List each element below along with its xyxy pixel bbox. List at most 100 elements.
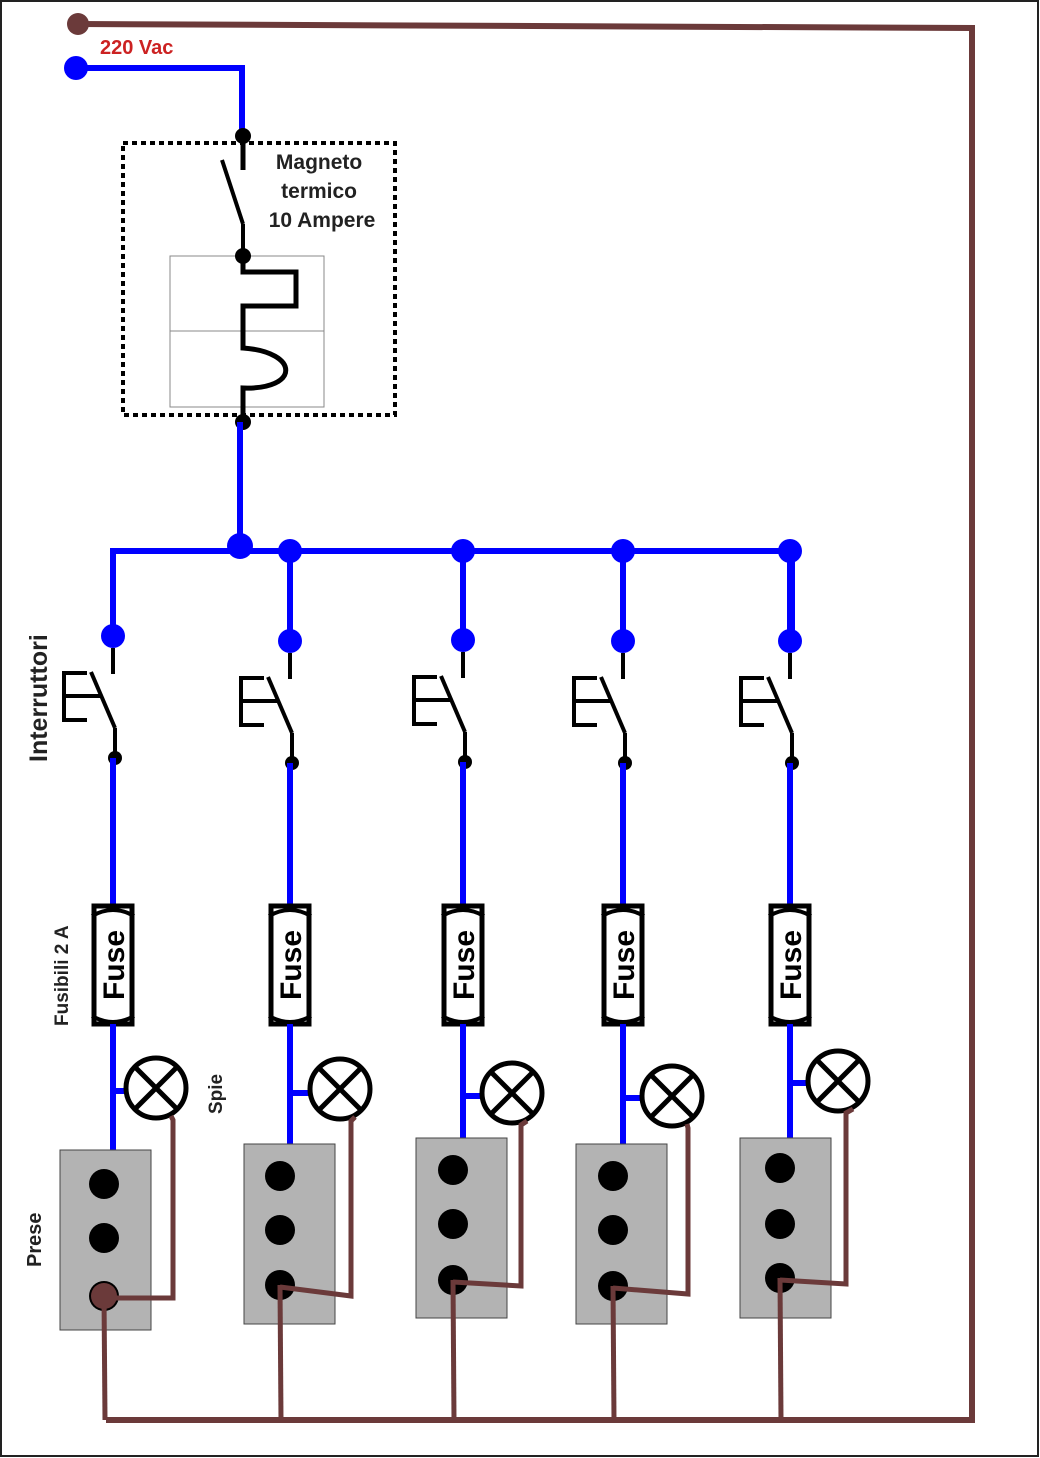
fuse-cap-bottom-5 [768,1014,812,1024]
lamp-cross-b-5 [815,1058,861,1104]
neutral-main-loop [77,21,975,1423]
switch-blade-3 [439,675,467,733]
lamp-cross-b-4 [649,1073,695,1119]
breaker-magnetic-coil [240,335,288,420]
fuse-4: Fuse [601,903,645,1027]
fuse-cap-top-4 [601,908,645,918]
lamp-5 [805,1048,871,1114]
neutral-node-1 [91,1283,117,1309]
breaker-housing [121,141,397,417]
fuse-label-2: Fuse [275,930,308,1000]
lamp-neutral-wire-1 [104,1114,176,1301]
socket-hole-5-1 [765,1153,795,1183]
switch-3 [412,652,472,769]
lamp-neutral-wire-5 [779,1106,855,1287]
lamp-neutral-wire-4 [612,1123,691,1297]
switch-1 [62,648,122,765]
socket-2 [243,1143,336,1325]
switch-pushbutton-4 [572,676,612,727]
breaker-label-line1: Magneto [276,151,362,174]
switch-pushbutton-5 [739,676,779,727]
switch-input-node-5 [778,629,802,653]
branch-4: Fuse [572,539,705,1421]
switch-2 [239,653,299,770]
socket-neutral-wire-5 [777,1277,784,1421]
fuse-cap-top-5 [768,908,812,918]
switch-4 [572,653,632,770]
sockets-label: Prese [24,1213,46,1268]
switches-label: Interruttori [25,634,53,762]
fuse-body-4 [601,903,645,1027]
socket-neutral-wire-3 [450,1279,457,1421]
switch-pushbutton-2 [239,676,279,727]
socket-hole-4-2 [598,1215,628,1245]
switch-pushbutton-1 [62,671,102,722]
fuse-label-1: Fuse [98,930,131,1000]
fuse-5: Fuse [768,903,812,1027]
fuse-1: Fuse [91,903,135,1027]
bus-feed-node [227,533,253,559]
lamp-1 [123,1055,189,1121]
lamp-neutral-wire-3 [452,1118,529,1289]
fuse-cap-bottom-3 [441,1014,485,1024]
fuse-cap-top-1 [91,908,135,918]
switch-blade-5 [766,676,794,734]
breaker-thermal-element [240,256,299,335]
fuse-label-5: Fuse [775,930,808,1000]
socket-hole-3-1 [438,1155,468,1185]
socket-hole-1-2 [89,1223,119,1253]
lamps-label: Spie [206,1074,227,1114]
branch-3: Fuse [412,539,545,1421]
fuse-body-2 [268,903,312,1027]
lamp-4 [639,1063,705,1129]
fuses-label: Fusibili 2 A [52,925,73,1026]
supply-label: 220 Vac [100,37,173,59]
lamp-neutral-wire-2 [279,1115,357,1299]
socket-neutral-wire-4 [610,1285,617,1421]
switch-blade-4 [599,676,627,734]
fuse-cap-top-3 [441,908,485,918]
switch-input-node-3 [451,628,475,652]
branch-5: Fuse [739,539,871,1421]
lamp-2 [307,1056,373,1122]
switch-blade-1 [89,671,117,729]
lamp-cross-b-3 [489,1070,535,1116]
socket-hole-1-1 [89,1169,119,1199]
branch-1: Fuse [59,551,189,1421]
branches: Fuse Fuse Fuse Fuse Fuse [59,539,871,1421]
branch-2: Fuse [239,539,373,1421]
fuse-2: Fuse [268,903,312,1027]
phase-terminal [64,56,88,80]
phase-input-wire [76,65,245,136]
breaker-label-line3: 10 Ampere [269,209,376,232]
fuse-cap-bottom-1 [91,1014,135,1024]
switch-input-node-1 [101,624,125,648]
breaker: Magneto termico 10 Ampere [121,128,397,430]
switch-blade-2 [266,676,294,734]
switch-5 [739,653,799,770]
socket-hole-2-1 [265,1161,295,1191]
fuse-cap-bottom-4 [601,1014,645,1024]
phase-bus [110,548,795,641]
switch-input-node-4 [611,629,635,653]
lamp-cross-b-2 [317,1066,363,1112]
socket-hole-2-2 [265,1215,295,1245]
socket-3 [415,1137,508,1319]
fuse-label-3: Fuse [448,930,481,1000]
svg-text:Magneto termico 10: Magneto termico 10 Ampere [269,151,376,232]
socket-hole-3-2 [438,1209,468,1239]
fuse-cap-bottom-2 [268,1014,312,1024]
neutral-terminal [67,13,89,35]
fuse-3: Fuse [441,903,485,1027]
socket-5 [739,1137,832,1319]
switch-input-node-2 [278,629,302,653]
socket-neutral-wire-1 [101,1295,108,1421]
socket-4 [575,1143,668,1325]
socket-neutral-wire-2 [277,1284,284,1421]
breaker-switch-blade [220,159,245,225]
lamp-cross-b-1 [133,1065,179,1111]
breaker-label-line2: termico [281,180,357,203]
socket-hole-5-2 [765,1209,795,1239]
socket-hole-4-1 [598,1161,628,1191]
